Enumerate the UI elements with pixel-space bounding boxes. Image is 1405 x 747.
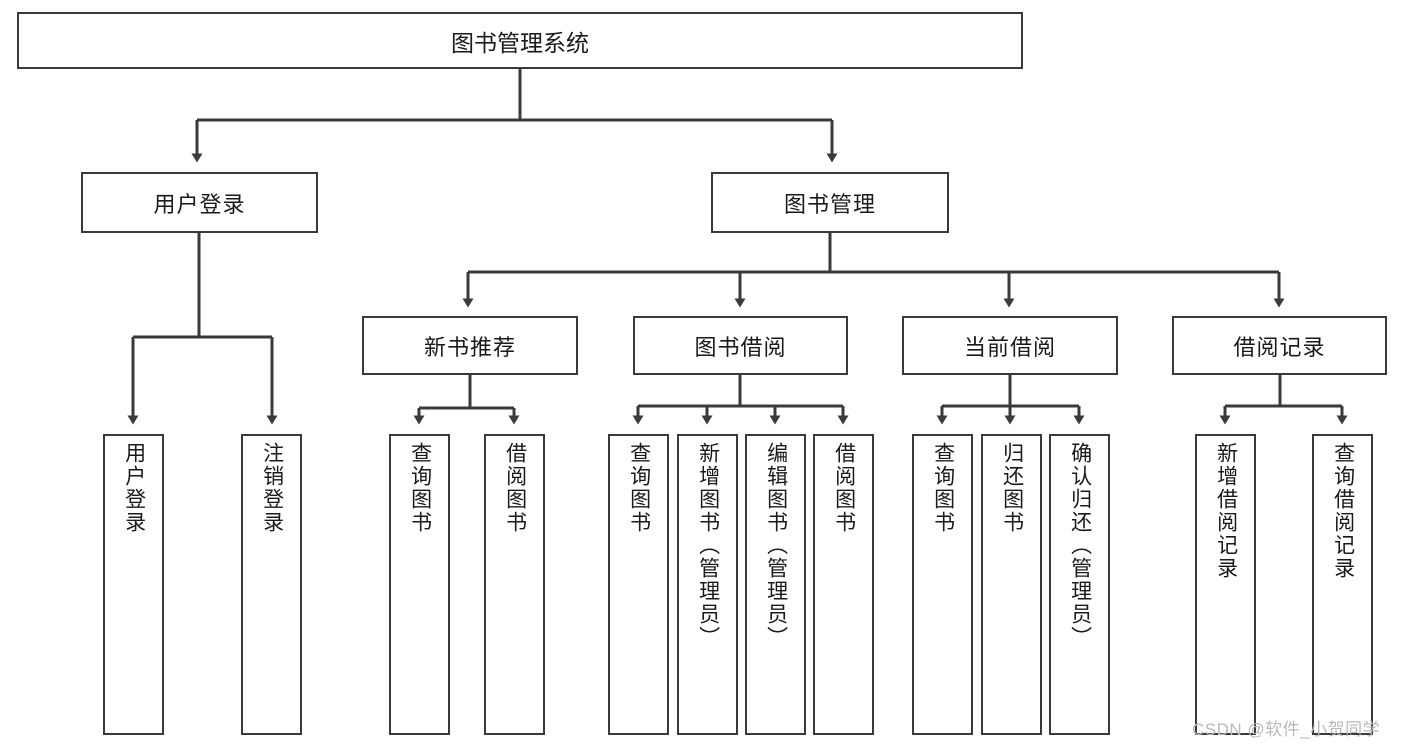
node-root[interactable]: 图书管理系统 (17, 12, 1023, 69)
leaf-node-label: 确认归还（管理员） (1068, 442, 1092, 649)
leaf-node[interactable]: 借阅图书 (813, 434, 874, 735)
node-root-label: 图书管理系统 (451, 29, 589, 56)
node-user-login[interactable]: 用户登录 (81, 172, 318, 233)
node-book-management[interactable]: 图书管理 (711, 172, 949, 233)
leaf-node[interactable]: 确认归还（管理员） (1049, 434, 1110, 735)
node-current-borrow-label: 当前借阅 (963, 334, 1056, 360)
leaf-node-label: 借阅图书 (832, 442, 856, 534)
node-book-borrow[interactable]: 图书借阅 (633, 316, 848, 375)
leaf-node[interactable]: 新增借阅记录 (1195, 434, 1256, 735)
leaf-node-label: 查询借阅记录 (1331, 442, 1355, 580)
leaf-node-label: 编辑图书（管理员） (764, 442, 788, 649)
leaf-node[interactable]: 查询图书 (389, 434, 450, 735)
node-borrow-record-label: 借阅记录 (1233, 334, 1326, 360)
node-borrow-record[interactable]: 借阅记录 (1172, 316, 1387, 375)
node-new-book-recommend-label: 新书推荐 (423, 334, 516, 360)
leaf-node[interactable]: 查询借阅记录 (1312, 434, 1373, 735)
leaf-node[interactable]: 新增图书（管理员） (677, 434, 738, 735)
leaf-node-label: 查询图书 (408, 442, 432, 534)
leaf-node-label: 查询图书 (931, 442, 955, 534)
leaf-node[interactable]: 借阅图书 (484, 434, 545, 735)
leaf-node[interactable]: 编辑图书（管理员） (745, 434, 806, 735)
leaf-node-label: 归还图书 (1000, 442, 1024, 534)
leaf-node[interactable]: 查询图书 (912, 434, 973, 735)
leaf-node[interactable]: 注销登录 (241, 434, 302, 735)
leaf-node-label: 注销登录 (260, 442, 284, 534)
leaf-node[interactable]: 归还图书 (981, 434, 1042, 735)
leaf-node[interactable]: 查询图书 (608, 434, 669, 735)
leaf-node-label: 查询图书 (627, 442, 651, 534)
leaf-node-label: 借阅图书 (503, 442, 527, 534)
leaf-node[interactable]: 用户登录 (103, 434, 164, 735)
node-book-borrow-label: 图书借阅 (694, 334, 787, 360)
leaf-node-label: 用户登录 (122, 442, 146, 534)
leaf-node-label: 新增借阅记录 (1214, 442, 1238, 580)
node-book-management-label: 图书管理 (783, 191, 876, 217)
node-user-login-label: 用户登录 (153, 191, 246, 217)
node-new-book-recommend[interactable]: 新书推荐 (362, 316, 578, 375)
watermark: CSDN @软件_小贺同学 (1192, 720, 1381, 739)
node-current-borrow[interactable]: 当前借阅 (902, 316, 1118, 375)
leaf-node-label: 新增图书（管理员） (696, 442, 720, 649)
